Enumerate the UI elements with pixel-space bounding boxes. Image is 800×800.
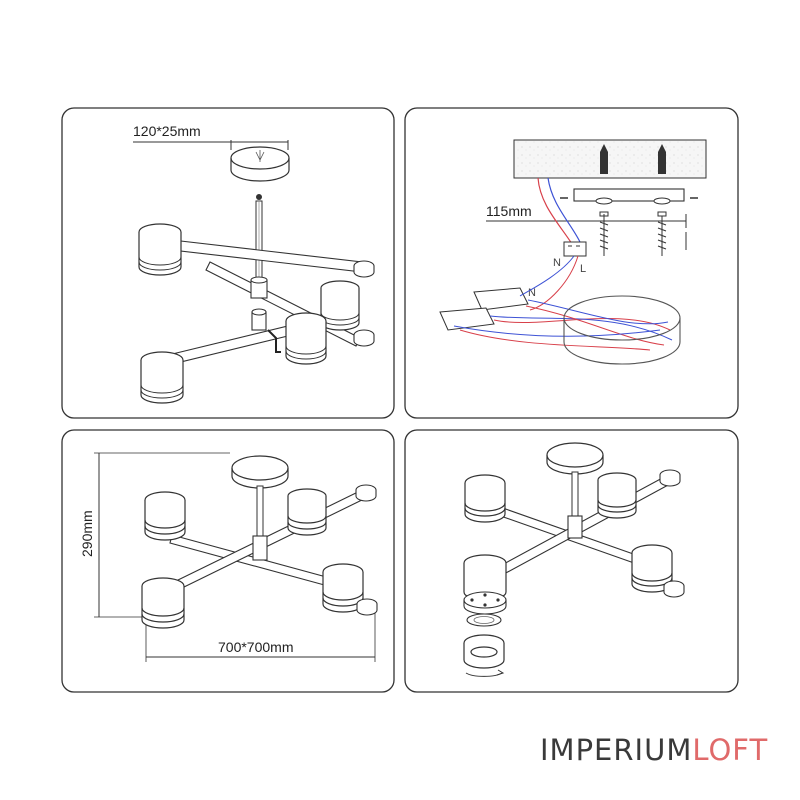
shade-left-bottom bbox=[141, 577, 185, 629]
shade-bottom-left bbox=[140, 351, 184, 404]
panel-frame bbox=[404, 429, 739, 693]
hub bbox=[567, 515, 583, 539]
wall-plugs bbox=[600, 144, 666, 174]
shade-holder-exploded bbox=[463, 554, 507, 601]
shade-right-front bbox=[285, 312, 327, 365]
panel-assembly bbox=[404, 429, 739, 693]
suspension-rod bbox=[255, 194, 263, 282]
panel-wiring: 115mm N L N bbox=[404, 107, 739, 419]
hub bbox=[250, 276, 268, 331]
glass-diffuser bbox=[466, 613, 502, 627]
brand-logo-part1: IMPERIUM bbox=[540, 733, 693, 767]
canopy-dimension-label: 120*25mm bbox=[133, 123, 201, 139]
arm-end-caps bbox=[355, 484, 378, 616]
panel-hanging: 120*25mm bbox=[61, 107, 395, 419]
terminal-label-n: N bbox=[553, 257, 561, 269]
height-dimension-label: 290mm bbox=[79, 510, 95, 557]
allen-key-icon bbox=[267, 329, 281, 353]
width-dimension-label: 700*700mm bbox=[218, 639, 294, 655]
brand-logo: IMPERIUMLOFT bbox=[540, 732, 770, 768]
arm-end-caps bbox=[353, 260, 375, 347]
shade-right-top bbox=[597, 472, 637, 519]
panel-frame bbox=[404, 107, 739, 419]
gx53-lamp-icon bbox=[463, 591, 507, 615]
arm-end-caps bbox=[659, 469, 685, 598]
shade-left-top bbox=[464, 474, 506, 523]
terminal-block-top bbox=[563, 241, 587, 257]
terminal-label-n2: N bbox=[528, 287, 536, 299]
mounting-bracket bbox=[560, 188, 698, 205]
shade-right-back bbox=[320, 280, 360, 331]
bracket-spacing-label: 115mm bbox=[486, 203, 532, 219]
hub bbox=[252, 535, 268, 561]
shade-top-left bbox=[138, 223, 182, 276]
panel-dimensions: 290mm 700*700mm bbox=[61, 429, 395, 693]
rod bbox=[256, 485, 264, 539]
terminal-label-l: L bbox=[580, 263, 586, 275]
supply-wires bbox=[537, 177, 581, 245]
terminal-block-left bbox=[439, 287, 529, 331]
shade-right-top bbox=[287, 488, 327, 536]
shade-right-bottom bbox=[322, 563, 364, 613]
fixture-wires bbox=[453, 255, 673, 351]
ceiling-canopy bbox=[230, 146, 290, 182]
rod bbox=[571, 471, 579, 519]
shade-left-top bbox=[144, 491, 186, 541]
ceiling-slab bbox=[513, 139, 707, 179]
lamp-ring bbox=[463, 634, 505, 669]
canopy-base bbox=[563, 295, 681, 365]
brand-logo-part2: LOFT bbox=[692, 733, 769, 767]
